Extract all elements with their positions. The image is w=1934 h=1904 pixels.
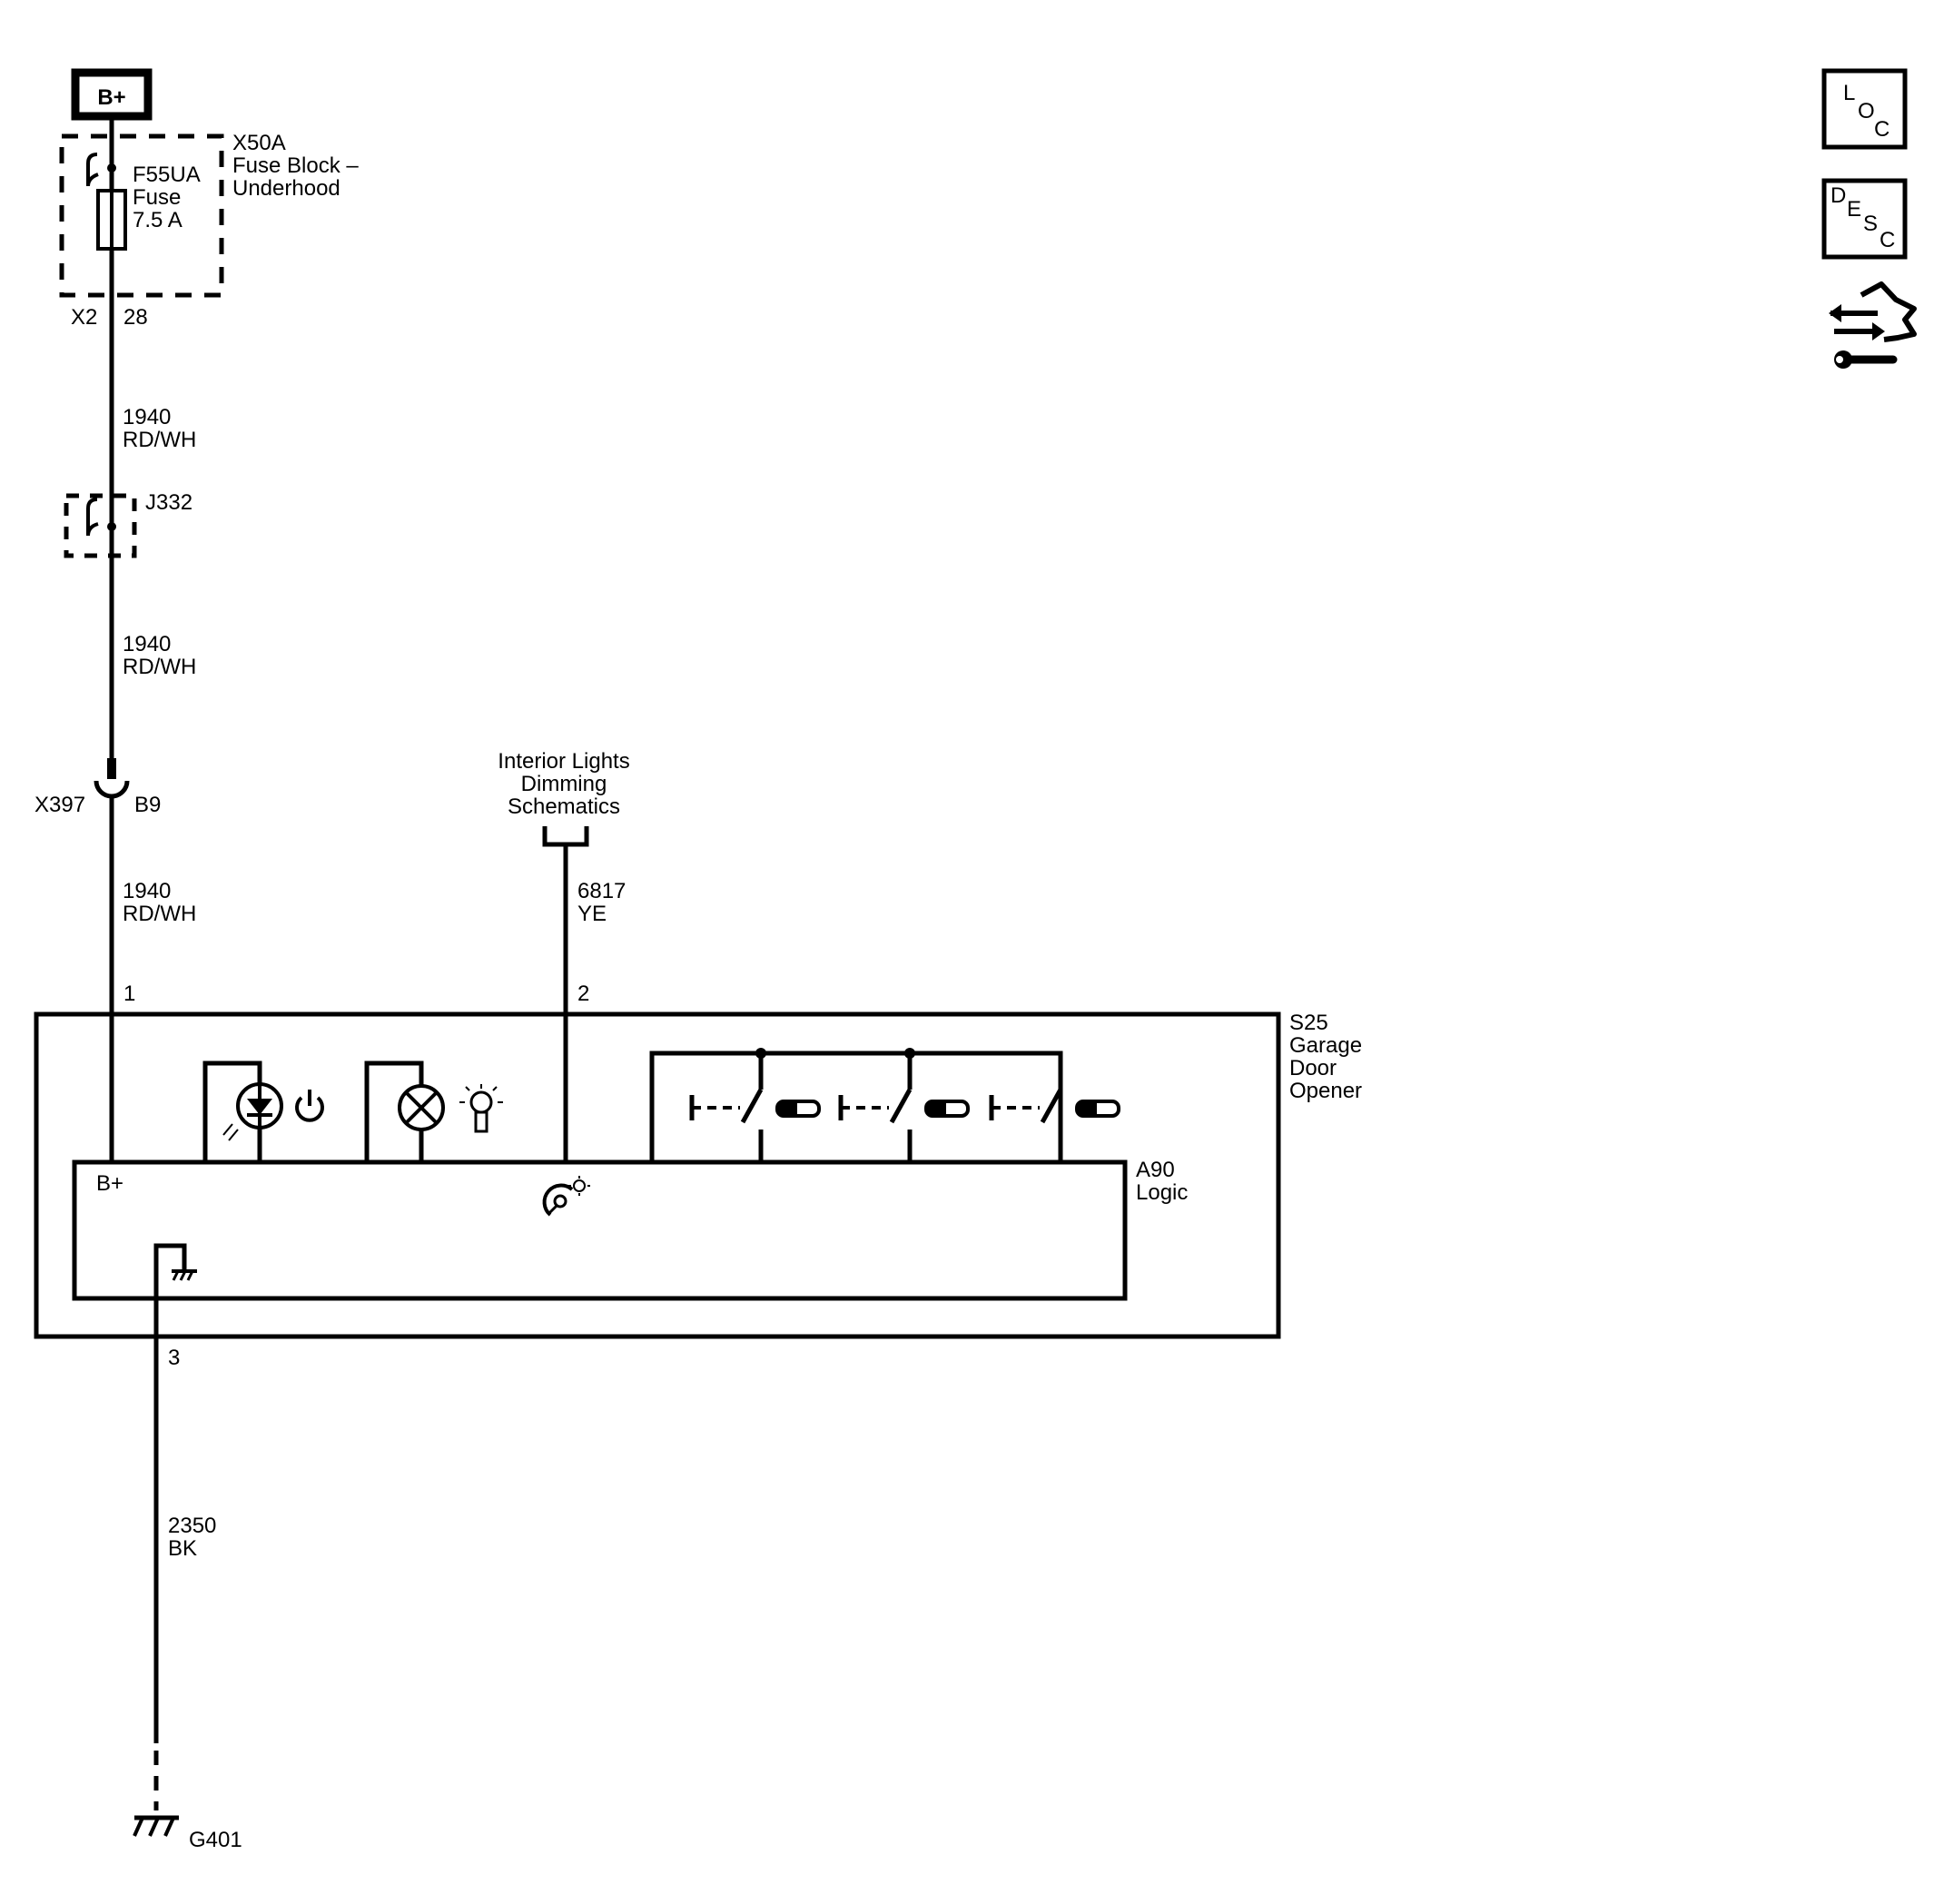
transmitter-switch-1-icon [689, 1048, 821, 1162]
desc-button[interactable]: D E S C [1821, 178, 1908, 260]
ground-wire-circuit: 2350 [168, 1514, 216, 1538]
wire-4-color: YE [577, 902, 607, 926]
device-name-line2: Door [1289, 1056, 1337, 1080]
wire-4-circuit: 6817 [577, 879, 626, 903]
fuse-block-pin: 28 [123, 305, 148, 330]
desc-letter-2: E [1847, 197, 1861, 222]
desc-letter-3: S [1863, 212, 1878, 236]
dimming-control-icon [542, 1176, 590, 1217]
reference-line1: Interior Lights [498, 749, 629, 774]
wire-2-color: RD/WH [123, 655, 196, 679]
power-source-label: B+ [97, 85, 125, 110]
device-pin-power: 1 [123, 982, 135, 1006]
logic-power-label: B+ [96, 1171, 123, 1196]
chassis-ground-icon [133, 1815, 179, 1837]
device-name-line1: Garage [1289, 1033, 1362, 1058]
wire-3-circuit: 1940 [123, 879, 171, 903]
wire-2-circuit: 1940 [123, 632, 171, 656]
internal-ground-icon [153, 1243, 197, 1339]
logic-id: A90 [1136, 1158, 1175, 1182]
fuse-id: F55UA [133, 163, 201, 187]
device-pin-dimming: 2 [577, 982, 589, 1006]
fuse-word: Fuse [133, 185, 181, 210]
desc-letter-1: D [1830, 183, 1846, 208]
wire-1-color: RD/WH [123, 428, 196, 452]
connector-end-view-icon[interactable] [1829, 281, 1917, 369]
loc-letter-2: O [1858, 99, 1875, 123]
led-indicator-icon [202, 1061, 283, 1162]
wire-3-color: RD/WH [123, 902, 196, 926]
fuse-block-name-line2: Underhood [232, 176, 340, 201]
loc-letter-3: C [1874, 117, 1890, 142]
fuse-block-x50a: F55UA Fuse 7.5 A X50A Fuse Block – Under… [59, 120, 359, 330]
loc-button[interactable]: L O C [1821, 68, 1908, 150]
inline-connector-id: X397 [35, 793, 85, 817]
power-source-b-plus: B+ [71, 68, 153, 121]
lamp-icon [364, 1061, 445, 1162]
splice-j332: J332 [64, 490, 192, 558]
device-name-line3: Opener [1289, 1079, 1362, 1103]
power-symbol-icon [295, 1090, 324, 1122]
device-id: S25 [1289, 1011, 1328, 1035]
light-bulb-icon [459, 1084, 503, 1133]
dimming-reference: Interior Lights Dimming Schematics 6817 … [498, 749, 630, 1162]
fuse-block-connector: X2 [71, 305, 97, 330]
inline-connector-pin: B9 [134, 793, 161, 817]
fuse-rating: 7.5 A [133, 208, 183, 232]
logic-name: Logic [1136, 1180, 1188, 1205]
splice-id: J332 [145, 490, 192, 515]
ground-id: G401 [189, 1828, 242, 1852]
transmitter-switch-3-icon [989, 1053, 1120, 1162]
logic-module-a90: B+ A90 Logic [72, 1158, 1188, 1339]
fuse-block-name-line1: Fuse Block – [232, 153, 359, 178]
desc-letter-4: C [1880, 228, 1895, 252]
reference-line3: Schematics [508, 794, 620, 819]
device-pin-ground: 3 [168, 1346, 180, 1370]
garage-door-opener-s25: 1 2 S25 Garage Door Opener [34, 982, 1362, 1339]
fuse-block-id: X50A [232, 131, 286, 155]
ground-wire-color: BK [168, 1536, 197, 1561]
reference-line2: Dimming [521, 772, 607, 796]
switch-bus [649, 1051, 1063, 1162]
inline-connector-x397: X397 B9 [35, 758, 161, 1162]
wire-1-circuit: 1940 [123, 405, 171, 429]
transmitter-switch-2-icon [838, 1048, 970, 1162]
loc-letter-1: L [1843, 81, 1855, 105]
